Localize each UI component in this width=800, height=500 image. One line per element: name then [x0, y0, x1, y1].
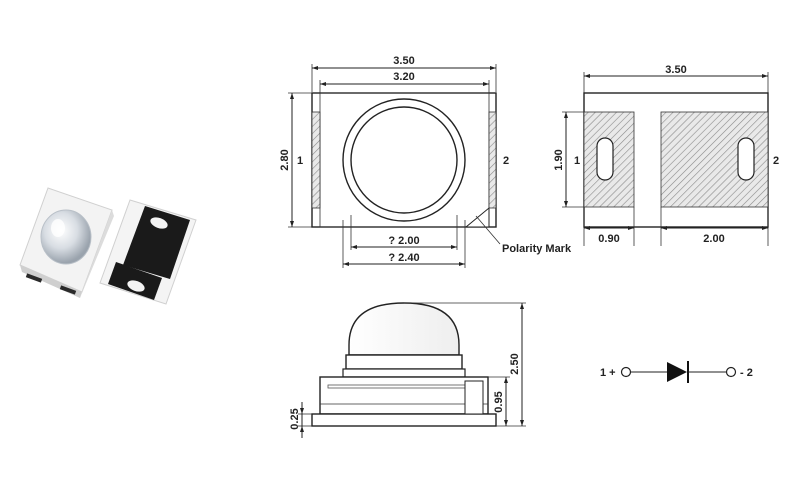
schematic-pin2-terminal	[725, 366, 737, 378]
led-photo	[19, 187, 197, 305]
footprint-pad-1-width-label: 0.90	[598, 233, 619, 245]
top-pad-right	[488, 111, 497, 209]
footprint-width-label: 3.50	[665, 64, 686, 76]
led-photo-front	[19, 187, 114, 298]
side-base-height-label: 0.25	[289, 408, 301, 429]
top-width-inner-label: 3.20	[393, 71, 414, 83]
side-total-height-label: 2.50	[509, 353, 521, 374]
diode-icon	[667, 362, 687, 382]
schematic-pin1-terminal	[620, 366, 632, 378]
top-lens-inner	[350, 106, 458, 214]
footprint-height-label: 1.90	[553, 149, 565, 170]
side-view: 2.50 0.95 0.25	[289, 302, 526, 438]
led-photo-lens	[40, 209, 92, 265]
side-base	[311, 413, 497, 427]
schematic-pin1-label: 1 +	[600, 367, 616, 379]
polarity-mark-label: Polarity Mark	[502, 243, 572, 255]
lens-outer-dia-label: ? 2.40	[388, 252, 419, 264]
schematic-pin2-label: - 2	[740, 367, 753, 379]
footprint-pad-2-label: 2	[773, 155, 779, 167]
top-pad-right-label: 2	[503, 155, 509, 167]
lens-inner-dia-label: ? 2.00	[388, 235, 419, 247]
footprint-pad-1-label: 1	[574, 155, 580, 167]
diode-schematic: 1 + - 2	[600, 361, 753, 383]
top-view: 3.50 3.20 2.80 1 2 Polarity Mark	[279, 55, 572, 268]
side-body-height-label: 0.95	[493, 391, 505, 412]
side-lens-collar	[345, 354, 463, 370]
side-body	[319, 376, 489, 415]
side-dome	[348, 302, 460, 356]
top-height-label: 2.80	[279, 149, 291, 170]
top-pad-left-label: 1	[297, 155, 303, 167]
footprint-view: 3.50 1 2 1.90 0.90 2.00	[553, 64, 779, 246]
top-width-outer-label: 3.50	[393, 55, 414, 67]
led-photo-back	[99, 199, 197, 305]
footprint-pad-2-width-label: 2.00	[703, 233, 724, 245]
top-pad-left	[311, 111, 321, 209]
